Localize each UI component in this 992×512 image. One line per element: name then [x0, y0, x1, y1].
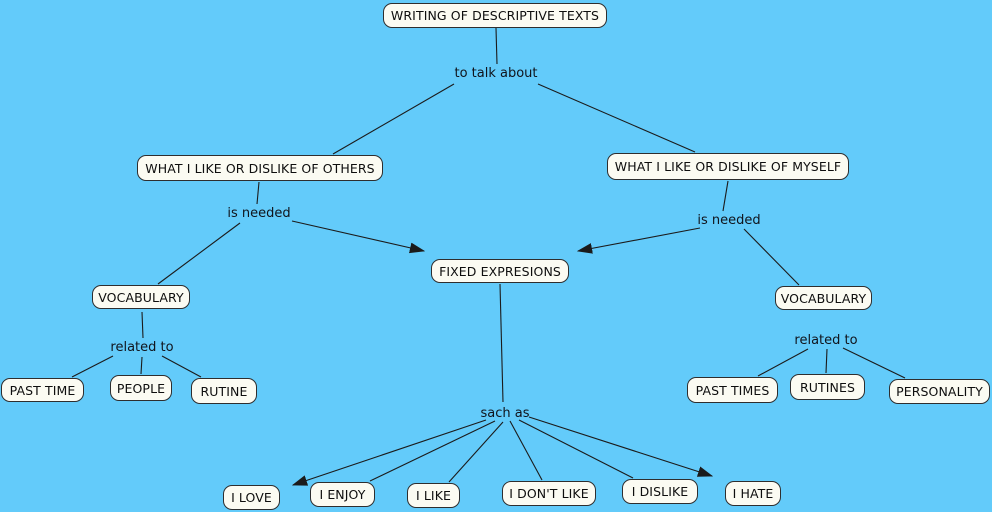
node-i-enjoy[interactable]: I ENJOY [310, 482, 375, 507]
edge-isneededR-to-vocabR [743, 228, 800, 286]
node-vocabulary-right[interactable]: VOCABULARY [775, 286, 872, 310]
edge-vocabL-to-relatedL [141, 311, 144, 339]
node-past-times[interactable]: PAST TIMES [687, 377, 778, 403]
link-label-related-to-right[interactable]: related to [794, 333, 858, 348]
node-people[interactable]: PEOPLE [110, 375, 172, 401]
edge-relatedL-to-people [140, 356, 143, 375]
link-label-to-talk-about[interactable]: to talk about [454, 66, 538, 81]
edge-myself-to-isneeded [722, 180, 729, 212]
node-what-i-like-or-dislike-of-others[interactable]: WHAT I LIKE OR DISLIKE OF OTHERS [137, 155, 383, 181]
edge-relatedR-to-personality [842, 347, 906, 379]
node-past-time[interactable]: PAST TIME [1, 378, 84, 402]
node-personality[interactable]: PERSONALITY [889, 379, 990, 404]
edge-suchas-to-ihate [528, 416, 714, 477]
node-vocabulary-left[interactable]: VOCABULARY [92, 285, 190, 309]
edge-relatedL-to-pasttime [71, 355, 114, 378]
link-label-is-needed-left[interactable]: is needed [227, 206, 291, 221]
edge-others-to-isneeded [256, 181, 260, 205]
edge-suchas-to-ienjoy [369, 420, 496, 482]
node-rutine[interactable]: RUTINE [191, 378, 257, 404]
link-label-related-to-left[interactable]: related to [110, 340, 174, 355]
edge-suchas-to-idontlike [509, 420, 543, 481]
edge-suchas-to-ilike [448, 421, 504, 483]
edge-isneededL-to-fixed [291, 220, 426, 254]
edge-suchas-to-idislike [518, 419, 634, 479]
edge-writing-to-talkabout [495, 27, 498, 65]
edge-fixed-to-suchas [499, 283, 504, 403]
node-i-dislike[interactable]: I DISLIKE [622, 479, 698, 504]
node-i-like[interactable]: I LIKE [407, 483, 460, 508]
edge-relatedR-to-rutines [825, 348, 828, 374]
edge-suchas-to-ilove [291, 419, 487, 486]
edge-relatedR-to-pasttimes [757, 348, 809, 377]
node-i-love[interactable]: I LOVE [223, 485, 280, 510]
node-fixed-expresions[interactable]: FIXED EXPRESIONS [431, 259, 569, 283]
edge-relatedL-to-rutine [161, 355, 202, 378]
node-i-hate[interactable]: I HATE [725, 481, 781, 506]
link-label-such-as[interactable]: sach as [480, 406, 530, 421]
node-what-i-like-or-dislike-of-myself[interactable]: WHAT I LIKE OR DISLIKE OF MYSELF [607, 153, 849, 180]
edge-talkabout-to-others [332, 83, 455, 155]
edge-talkabout-to-myself [537, 83, 696, 153]
link-label-is-needed-right[interactable]: is needed [697, 213, 761, 228]
node-writing-of-descriptive-texts[interactable]: WRITING OF DESCRIPTIVE TEXTS [383, 3, 607, 28]
edge-isneededR-to-fixed [576, 227, 701, 254]
node-i-dont-like[interactable]: I DON'T LIKE [502, 481, 596, 506]
node-rutines[interactable]: RUTINES [790, 374, 865, 400]
edge-isneededL-to-vocabL [157, 222, 241, 285]
